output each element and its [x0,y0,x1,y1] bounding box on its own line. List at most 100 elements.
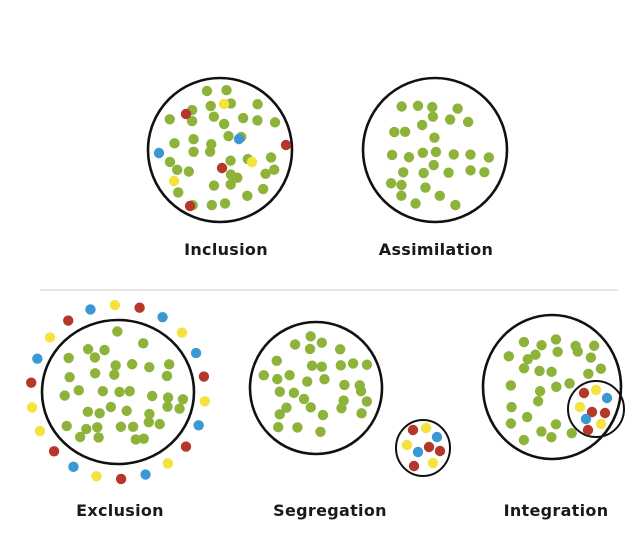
member-dot [188,133,199,145]
member-dot [302,376,313,387]
member-dot [221,84,232,96]
member-dot [434,190,446,202]
segregation-main-circle [248,320,384,456]
member-dot [298,393,310,405]
excluded-dot [63,315,74,326]
integrated-dot [599,407,611,419]
member-dot [289,339,301,350]
member-dot [532,396,544,407]
member-dot [97,385,109,397]
member-dot [223,130,234,142]
member-dot [138,433,149,444]
member-dot [306,360,318,371]
assimilation-label: Assimilation [378,240,494,259]
member-dot [174,403,185,414]
segregated-dot [408,460,420,472]
member-dot [572,346,583,357]
member-dot [172,164,183,176]
member-dot [396,190,407,201]
inclusion-label: Inclusion [184,240,268,259]
member-dot [177,394,189,405]
member-dot [269,164,280,175]
integrated-dot [580,413,592,425]
member-dot [73,385,84,396]
member-dot [61,420,72,432]
integrated-dot [582,424,594,436]
inclusion-circle [146,76,294,224]
member-dot [169,138,180,149]
excluded-dot [109,299,121,311]
excluded-dot [134,302,145,313]
member-dot [225,155,236,166]
exclusion-circle [40,318,196,466]
segregated-dot [434,445,446,457]
integrated-dot [574,401,586,413]
segregation-label: Segregation [273,501,387,520]
member-dot [403,151,415,163]
excluded-dot [48,446,60,457]
member-dot [204,146,216,157]
member-dot [260,168,271,179]
excluded-dot [198,371,210,382]
member-dot [163,359,175,370]
member-dot [585,352,597,363]
member-dot [92,422,103,433]
member-dot [126,359,138,370]
member-dot [339,379,350,391]
segregated-dot [420,422,432,434]
member-dot [521,411,533,423]
member-dot [138,338,149,349]
member-dot [385,178,397,189]
excluded-dot [26,377,37,388]
member-dot [305,331,316,342]
integration-minority-circle [567,380,625,438]
segregated-dot [427,457,439,469]
segregation-minority-circle [395,419,451,477]
integrated-dot [601,392,613,404]
segregated-dot [431,431,443,443]
member-dot [420,182,431,193]
member-dot [550,334,562,345]
member-dot [448,149,459,160]
member-dot [336,402,347,414]
excluded-dot [162,458,173,469]
member-dot [479,166,490,178]
member-dot [271,355,282,367]
member-dot [506,401,517,413]
member-dot [452,103,463,114]
member-dot [164,156,176,168]
diverse-dot [180,108,192,120]
member-dot [428,159,439,171]
member-dot [396,101,407,112]
member-dot [356,408,367,419]
member-dot [284,370,295,381]
member-dot [316,361,328,372]
member-dot [465,165,476,176]
excluded-dot [115,473,127,485]
member-dot [208,111,220,122]
member-dot [564,378,575,389]
member-dot [115,421,127,432]
excluded-dot [193,420,204,431]
integration-label: Integration [503,501,609,520]
member-dot [536,426,547,437]
member-dot [583,368,594,380]
excluded-dot [180,441,192,452]
member-dot [219,198,231,209]
member-dot [89,368,101,379]
member-dot [82,406,94,417]
member-dot [534,365,545,377]
member-dot [335,360,346,371]
excluded-dot [26,402,38,413]
member-dot [522,353,533,365]
member-dot [89,352,101,363]
member-dot [93,432,104,443]
member-dot [274,386,286,397]
member-dot [225,179,236,190]
member-dot [206,199,217,211]
member-dot [416,119,428,131]
member-dot [146,390,158,402]
member-dot [483,152,495,163]
member-dot [94,408,105,419]
